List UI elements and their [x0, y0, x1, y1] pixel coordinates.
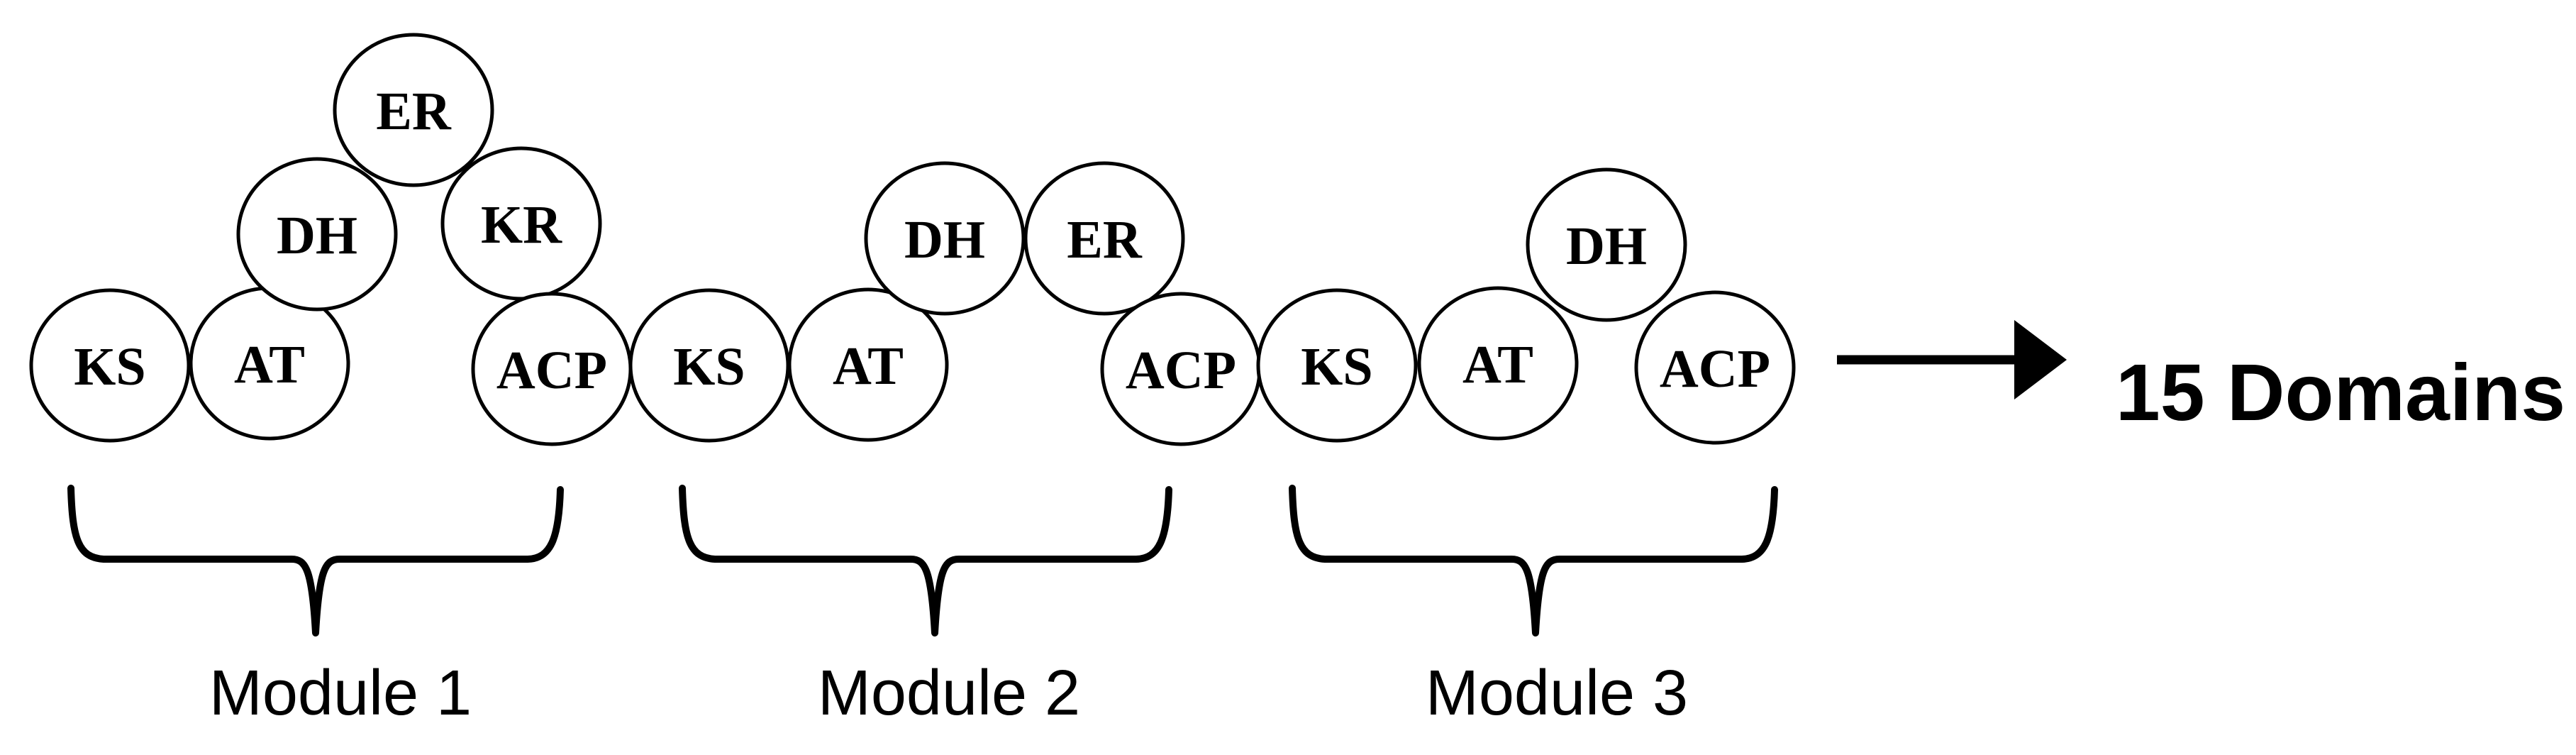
domain-label-m1-ks: KS: [74, 337, 145, 397]
domain-circle-m3-ks: [1256, 288, 1418, 443]
domain-label-m2-dh: DH: [904, 210, 985, 270]
domain-label-m1-er: ER: [376, 82, 452, 141]
result-text: 15 Domains: [2116, 348, 2565, 437]
domain-label-m3-ks: KS: [1301, 337, 1372, 397]
domain-label-m1-acp: ACP: [496, 341, 607, 400]
module-3-group: KS AT DH ACP Module 3: [1256, 167, 1796, 729]
domain-label-m3-acp: ACP: [1660, 339, 1770, 399]
domain-circle-m3-acp: [1634, 290, 1796, 445]
domain-label-m1-at: AT: [234, 335, 305, 395]
domain-circle-m2-er: [1023, 161, 1185, 316]
domain-label-m1-dh: DH: [277, 206, 357, 265]
domain-circle-m3-at: [1417, 286, 1579, 441]
domain-circle-m2-at: [787, 287, 949, 442]
domain-label-m2-ks: KS: [673, 337, 745, 397]
module-1-label: Module 1: [209, 658, 472, 729]
domain-circle-m3-dh: [1526, 167, 1687, 322]
module-1-brace: [67, 485, 564, 636]
domain-circle-m2-dh: [864, 161, 1026, 316]
domain-circle-m1-ks: [29, 288, 191, 443]
module-2-brace: [679, 485, 1172, 636]
module-1-group: KS AT DH KR ER ACP Module 1: [29, 33, 633, 729]
module-2-label: Module 2: [818, 658, 1080, 729]
domain-label-m2-er: ER: [1067, 210, 1143, 270]
module-3-brace: [1289, 485, 1778, 636]
domain-label-m1-kr: KR: [481, 195, 562, 255]
domain-label-m3-at: AT: [1462, 335, 1533, 395]
domain-label-m2-at: AT: [833, 336, 904, 396]
domain-circle-m1-er: [333, 33, 494, 187]
domain-label-m2-acp: ACP: [1126, 341, 1236, 400]
module-2-group: KS AT DH ER ACP Module 2: [628, 161, 1262, 729]
domain-label-m3-dh: DH: [1566, 216, 1647, 276]
module-3-label: Module 3: [1426, 658, 1688, 729]
domain-circle-m1-dh: [236, 157, 398, 312]
arrow-head: [2014, 320, 2067, 399]
right-arrow-icon: [1837, 320, 2067, 399]
